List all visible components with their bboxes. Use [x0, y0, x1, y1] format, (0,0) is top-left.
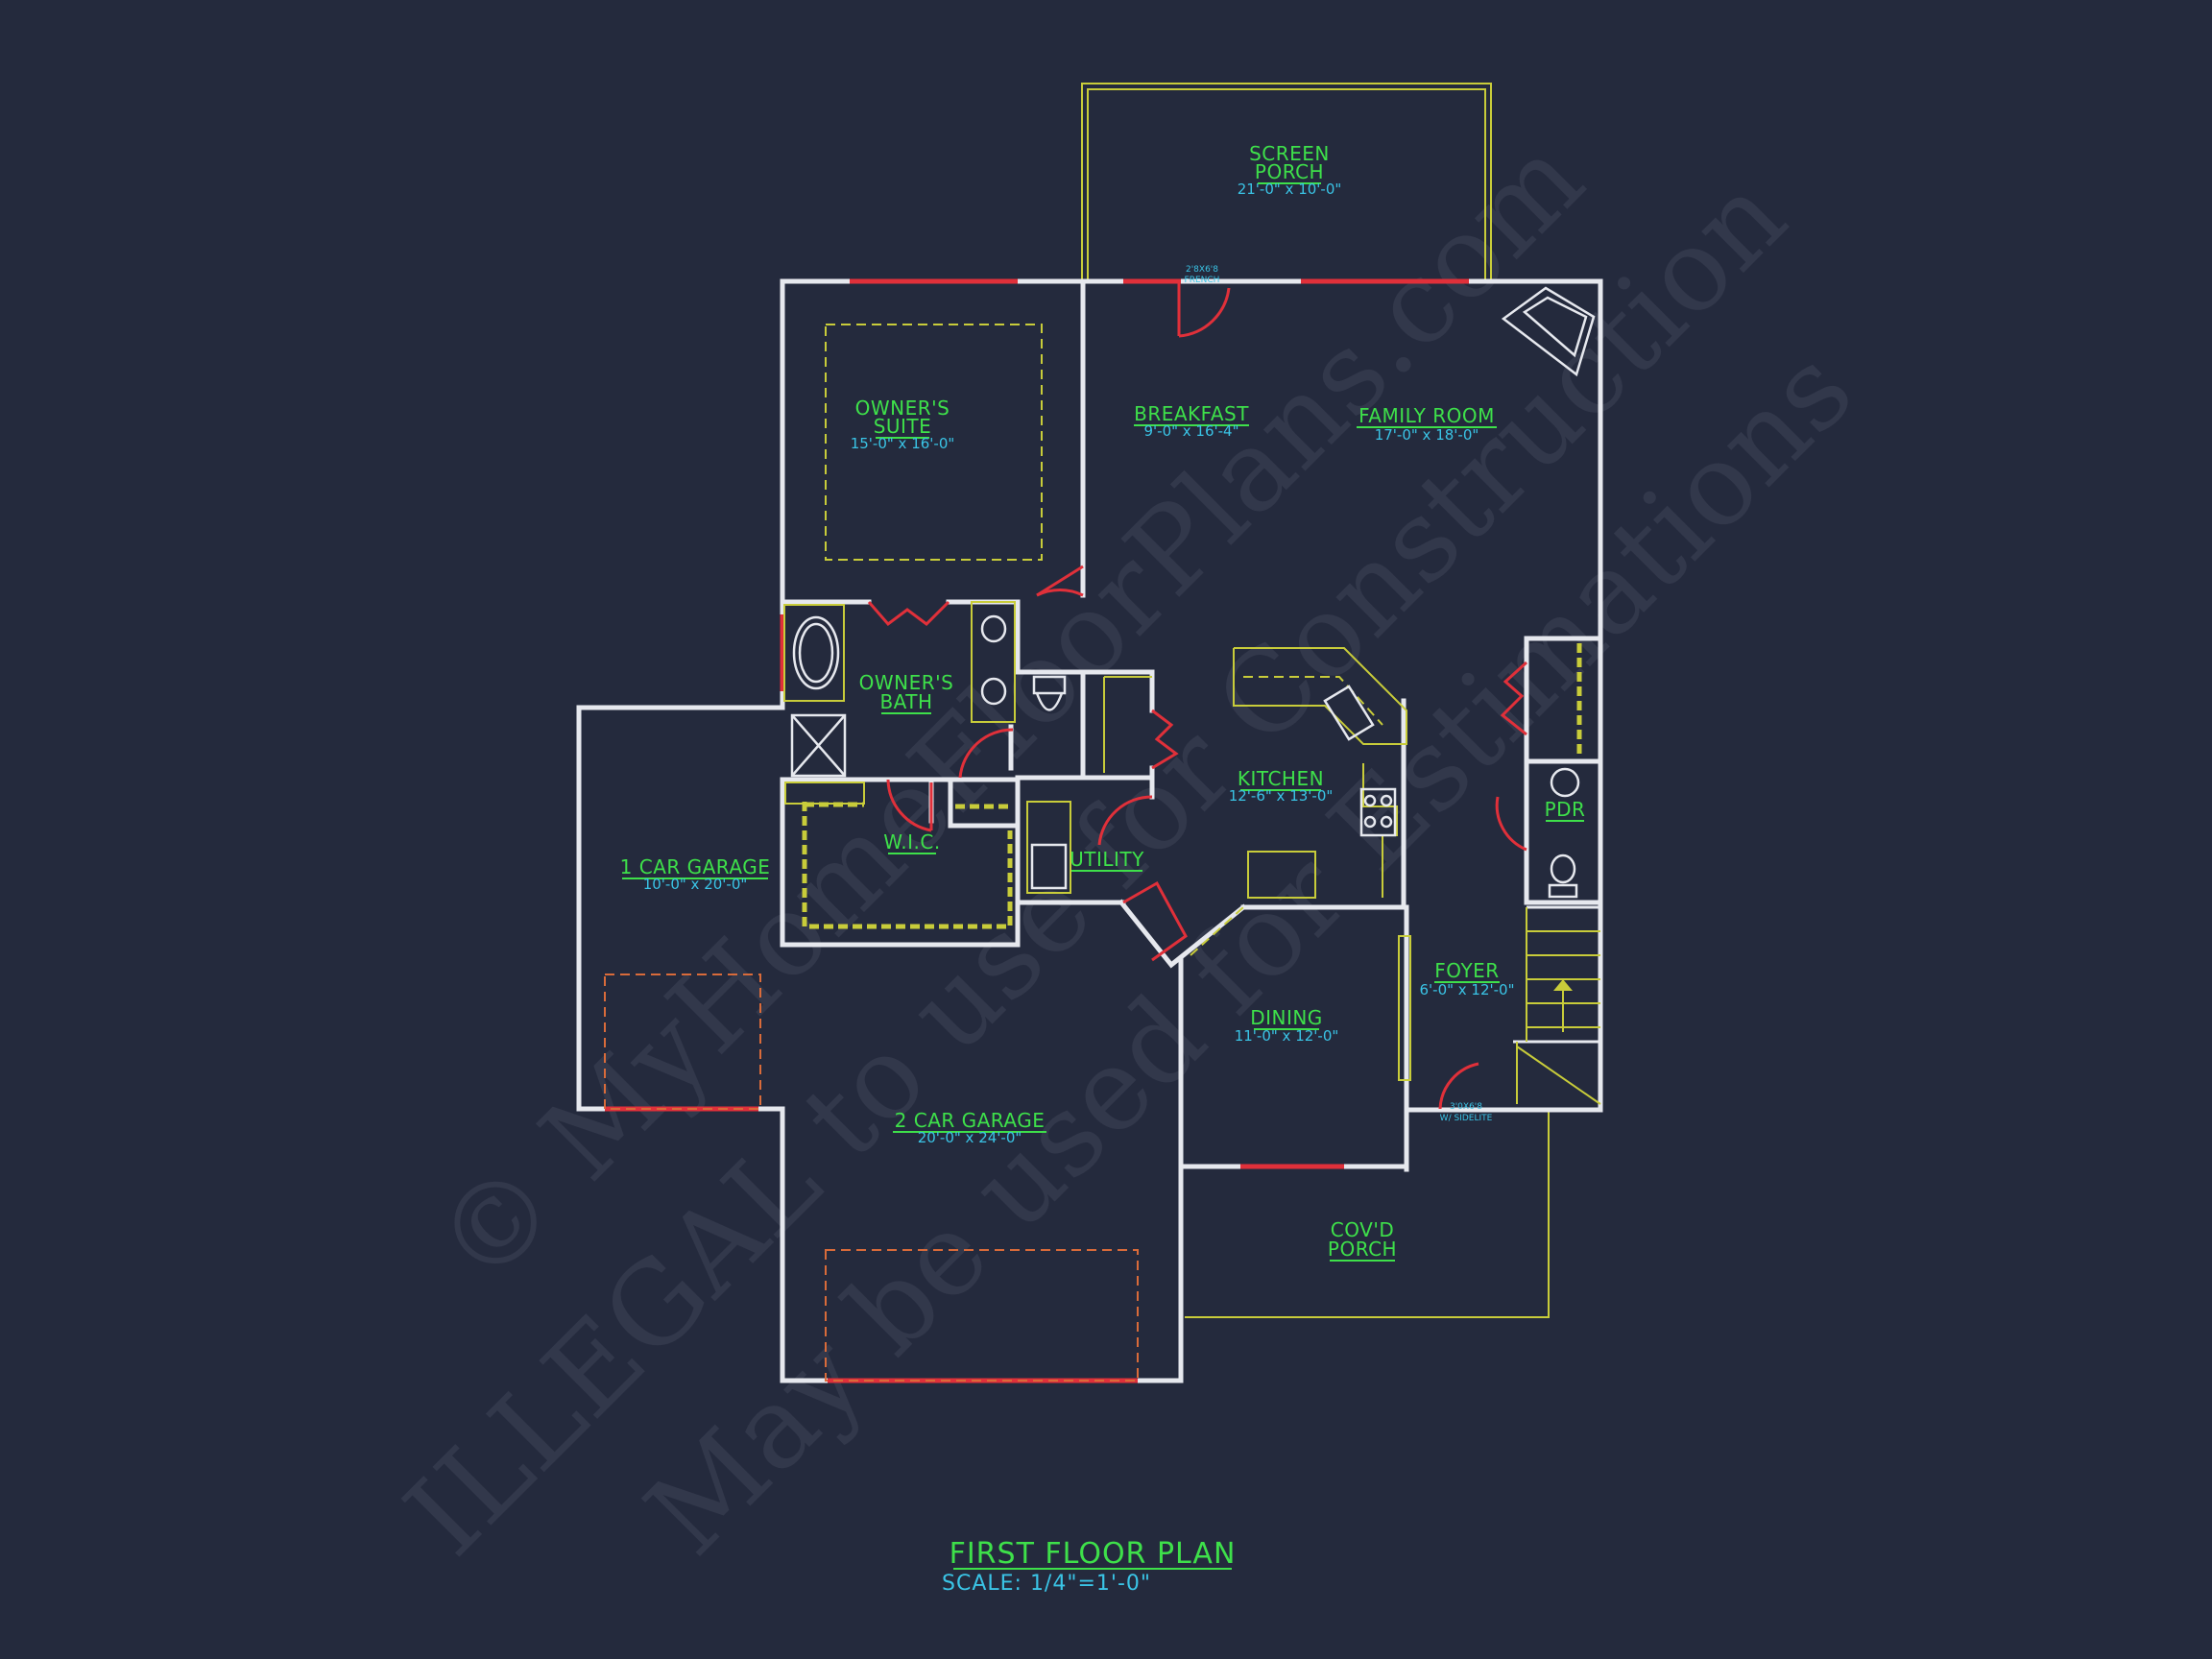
- owners-suite-dim: 15'-0" x 16'-0": [851, 435, 955, 452]
- room-labels: SCREEN PORCH 21'-0" x 10'-0" OWNER'S SUI…: [620, 142, 1586, 1262]
- foyer-label: FOYER: [1434, 959, 1499, 982]
- plan-title: FIRST FLOOR PLAN: [950, 1537, 1237, 1571]
- covd-porch-label-2: PORCH: [1328, 1238, 1397, 1261]
- breakfast-dim: 9'-0" x 16'-4": [1143, 422, 1238, 440]
- watermark: © MyHomeFloorPlans.com ILLEGAL to use fo…: [380, 112, 1878, 1580]
- screen-porch-label-2: PORCH: [1255, 160, 1324, 183]
- stair: [1516, 907, 1601, 1105]
- screen-porch-label-1: SCREEN: [1249, 142, 1330, 165]
- kitchen-label: KITCHEN: [1238, 767, 1324, 790]
- wic-label: W.I.C.: [883, 830, 940, 854]
- owners-bath-label-1: OWNER'S: [859, 671, 954, 694]
- entry-door-note-2: W/ SIDELITE: [1440, 1114, 1493, 1123]
- one-car-garage-dim: 10'-0" x 20'-0": [643, 876, 748, 893]
- french-door-note-2: FRENCH: [1185, 276, 1220, 285]
- screen-porch-outline: [1081, 83, 1492, 281]
- doors: [867, 281, 1528, 1110]
- breakfast-label: BREAKFAST: [1134, 402, 1249, 425]
- owners-bath-label-2: BATH: [879, 690, 932, 713]
- cabinets: [783, 324, 1601, 1105]
- dining-label: DINING: [1250, 1006, 1323, 1029]
- entry-door-note-1: 3'0X6'8: [1450, 1102, 1482, 1112]
- covd-porch-label-1: COV'D: [1331, 1218, 1394, 1241]
- covered-porch-outline: [1185, 1112, 1550, 1318]
- garage-door-headers: [604, 974, 1139, 1382]
- family-room-label: FAMILY ROOM: [1358, 404, 1495, 427]
- dining-dim: 11'-0" x 12'-0": [1235, 1027, 1339, 1045]
- screen-porch-dim: 21'-0" x 10'-0": [1238, 180, 1342, 198]
- utility-label: UTILITY: [1070, 848, 1144, 871]
- fixtures: [790, 614, 1580, 899]
- plan-title-block: FIRST FLOOR PLAN SCALE: 1/4"=1'-0": [942, 1537, 1237, 1596]
- french-door-note-1: 2'8X6'8: [1186, 265, 1218, 275]
- plan-scale: SCALE: 1/4"=1'-0": [942, 1572, 1151, 1596]
- two-car-garage-label: 2 CAR GARAGE: [895, 1109, 1046, 1132]
- pdr-label: PDR: [1545, 798, 1586, 821]
- kitchen-dim: 12'-6" x 13'-0": [1229, 787, 1334, 805]
- foyer-dim: 6'-0" x 12'-0": [1419, 981, 1514, 998]
- family-room-dim: 17'-0" x 18'-0": [1375, 426, 1479, 444]
- owners-suite-label-2: SUITE: [874, 415, 932, 438]
- one-car-garage-label: 1 CAR GARAGE: [620, 855, 771, 878]
- owners-suite-label-1: OWNER'S: [855, 397, 950, 420]
- door-notes: 2'8X6'8 FRENCH 3'0X6'8 W/ SIDELITE: [1185, 265, 1493, 1123]
- two-car-garage-dim: 20'-0" x 24'-0": [918, 1129, 1022, 1146]
